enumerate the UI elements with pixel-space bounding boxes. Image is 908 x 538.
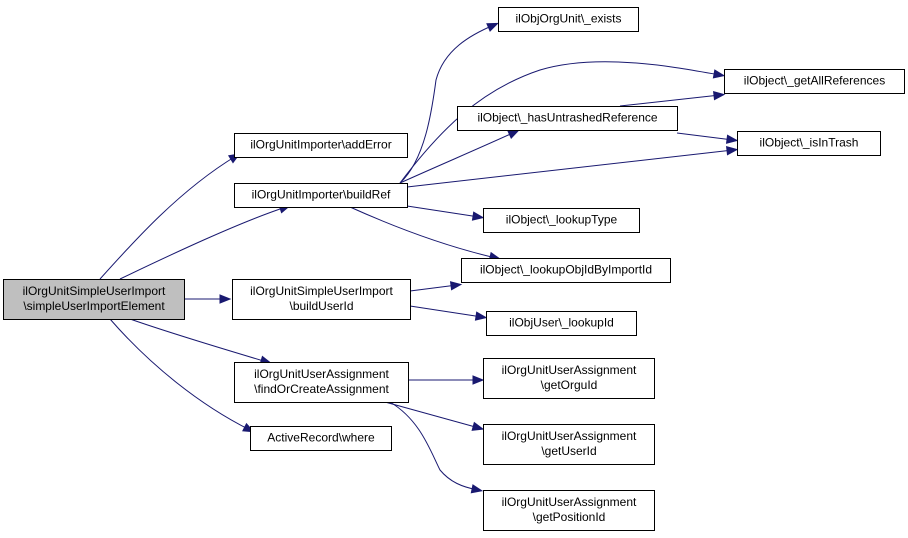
node-lookupObjId[interactable]: ilObject\_lookupObjIdByImportId [461, 258, 671, 283]
edge-buildRef-to-getAllRefs [399, 61, 726, 184]
node-exists[interactable]: ilObjOrgUnit\_exists [498, 7, 639, 32]
node-getPositionId[interactable]: ilOrgUnitUserAssignment\getPositionId [483, 490, 655, 531]
edge-buildUserId-to-lookupObjId [409, 281, 463, 292]
edge-line [399, 24, 495, 184]
edge-line [409, 284, 458, 292]
arrowhead-icon [219, 294, 232, 304]
edge-line [384, 401, 480, 429]
node-box [461, 258, 671, 283]
arrowhead-icon [472, 375, 485, 385]
node-box [498, 7, 639, 32]
arrowhead-icon [474, 311, 488, 321]
arrowhead-icon [486, 22, 499, 32]
node-lookupId[interactable]: ilObjUser\_lookupId [486, 311, 637, 336]
edge-root-to-addError [99, 153, 241, 280]
arrowhead-icon [713, 91, 726, 101]
node-lookupType[interactable]: ilObject\_lookupType [483, 208, 640, 233]
node-getAllRefs[interactable]: ilObject\_getAllReferences [724, 69, 905, 94]
edge-line [119, 206, 287, 280]
edge-buildUserId-to-lookupId [409, 305, 488, 321]
node-label: \getPositionId [533, 510, 606, 524]
arrowhead-icon [726, 146, 739, 156]
edge-line [109, 318, 251, 431]
node-label: ilOrgUnitImporter\buildRef [252, 188, 391, 202]
edge-line [676, 132, 734, 141]
node-getOrguId[interactable]: ilOrgUnitUserAssignment\getOrguId [483, 358, 655, 399]
node-label: ilObject\_lookupObjIdByImportId [480, 263, 652, 277]
edge-line [406, 149, 734, 188]
node-label: \findOrCreateAssignment [254, 382, 389, 396]
node-label: ilOrgUnitSimpleUserImport [250, 284, 393, 298]
node-box [457, 106, 678, 131]
node-label: ilObject\_isInTrash [760, 136, 859, 150]
node-buildUserId[interactable]: ilOrgUnitSimpleUserImport\buildUserId [232, 279, 411, 320]
arrowhead-icon [471, 211, 485, 221]
edge-line [349, 206, 497, 259]
edge-line [399, 131, 516, 184]
edge-line [399, 61, 721, 184]
arrowhead-icon [712, 69, 726, 79]
edge-findOrCreate-to-getPositionId [389, 401, 484, 494]
edge-line [619, 94, 721, 107]
node-label: ilObjUser\_lookupId [509, 316, 614, 330]
edge-line [129, 318, 268, 363]
edge-line [409, 305, 483, 318]
edge-line [406, 205, 480, 218]
edge-hasUntrashed-to-getAllRefs [619, 91, 726, 107]
node-box [483, 358, 655, 399]
edge-hasUntrashed-to-isInTrash [676, 132, 739, 144]
node-label: \simpleUserImportElement [23, 299, 165, 313]
node-label: ilOrgUnitUserAssignment [254, 367, 389, 381]
node-box [486, 311, 637, 336]
node-label: \getOrguId [541, 378, 598, 392]
node-box [483, 208, 640, 233]
node-getUserId[interactable]: ilOrgUnitUserAssignment\getUserId [483, 424, 655, 465]
edge-line [389, 401, 479, 491]
node-addError[interactable]: ilOrgUnitImporter\addError [234, 133, 408, 158]
arrowhead-icon [725, 134, 739, 144]
node-box [234, 183, 408, 208]
edge-buildRef-to-lookupType [406, 205, 485, 221]
edge-buildRef-to-exists [399, 22, 499, 184]
node-buildRef[interactable]: ilOrgUnitImporter\buildRef [234, 183, 408, 208]
edge-root-to-buildUserId [184, 294, 232, 304]
node-findOrCreate[interactable]: ilOrgUnitUserAssignment\findOrCreateAssi… [234, 362, 409, 403]
node-box [724, 69, 905, 94]
node-box [3, 279, 185, 320]
node-label: ilOrgUnitSimpleUserImport [23, 284, 166, 298]
node-label: ilOrgUnitUserAssignment [502, 429, 637, 443]
node-box [234, 133, 408, 158]
node-box [250, 426, 392, 451]
node-label: ilOrgUnitUserAssignment [502, 495, 637, 509]
node-box [483, 490, 655, 531]
edge-findOrCreate-to-getOrguId [408, 375, 485, 385]
arrowhead-icon [507, 129, 520, 140]
node-where[interactable]: ActiveRecord\where [250, 426, 392, 451]
node-label: ilObject\_lookupType [506, 213, 618, 227]
node-box [234, 362, 409, 403]
edge-root-to-findOrCreate [129, 318, 273, 365]
node-root[interactable]: ilOrgUnitSimpleUserImport\simpleUserImpo… [3, 279, 185, 320]
edge-line [99, 155, 237, 280]
node-label: ilOrgUnitImporter\addError [250, 138, 391, 152]
node-box [483, 424, 655, 465]
node-isInTrash[interactable]: ilObject\_isInTrash [737, 131, 881, 156]
node-label: ilObject\_hasUntrashedReference [477, 111, 657, 125]
node-label: ilOrgUnitUserAssignment [502, 363, 637, 377]
node-hasUntrashed[interactable]: ilObject\_hasUntrashedReference [457, 106, 678, 131]
edge-findOrCreate-to-getUserId [384, 401, 485, 431]
node-box [232, 279, 411, 320]
arrowhead-icon [471, 421, 485, 431]
node-label: ilObjOrgUnit\_exists [515, 12, 621, 26]
edge-root-to-buildRef [119, 204, 292, 280]
arrowhead-icon [470, 484, 484, 494]
edge-buildRef-to-isInTrash [406, 146, 739, 188]
node-label: \getUserId [541, 444, 596, 458]
arrowhead-icon [449, 281, 463, 291]
node-label: ilObject\_getAllReferences [744, 74, 885, 88]
node-box [737, 131, 881, 156]
node-label: \buildUserId [289, 299, 353, 313]
node-label: ActiveRecord\where [267, 431, 375, 445]
